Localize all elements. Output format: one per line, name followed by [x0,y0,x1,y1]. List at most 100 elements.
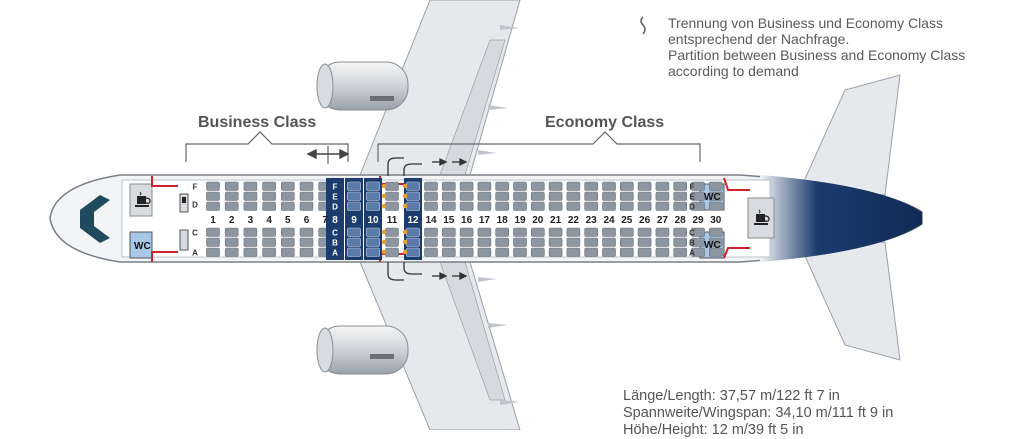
seat [513,237,527,247]
row-number: 10 [367,215,379,226]
seat [224,247,239,257]
seat [655,227,670,237]
row-number: 29 [692,215,704,226]
partition-arrow-icon [306,146,350,164]
wc-label: WC [704,192,721,203]
seat [459,181,474,191]
seat [262,201,276,211]
seat [280,227,295,237]
seat [366,191,380,201]
emergency-exit-marker [402,239,408,245]
legend-clipped-line [632,0,832,6]
seat [513,227,527,237]
seat [584,181,599,191]
seat [530,237,545,247]
seat [262,247,276,257]
seat [243,181,258,191]
seat [708,247,723,257]
seat [206,247,220,257]
seat [459,191,474,201]
seat [280,247,295,257]
partition-legend: Trennung von Business und Economy Class … [668,15,968,79]
seat [280,201,295,211]
row-number: 18 [497,215,509,226]
seat [495,247,510,257]
seat [262,181,276,191]
partition-text-de: Trennung von Business und Economy Class … [668,15,943,47]
seat [566,201,581,211]
seat [566,181,581,191]
seat [206,201,220,211]
class-brackets [185,131,701,162]
seat [262,227,276,237]
emergency-exit-marker [402,193,408,199]
seat-letter: C [192,229,198,238]
seat [347,237,361,247]
seat [530,201,545,211]
emergency-exit-marker [402,203,408,209]
front-wc-box [129,231,153,259]
seat [655,181,670,191]
seat [655,247,670,257]
seat [366,237,380,247]
seat [441,191,456,201]
seat [530,227,545,237]
seat [385,237,399,247]
row-number: 7 [322,215,328,226]
emergency-exit-marker [402,183,408,189]
seat [224,191,239,201]
emergency-exit-marker [381,239,387,245]
seat [566,191,581,201]
spec-length: Länge/Length: 37,57 m/122 ft 7 in [623,388,840,404]
seat-letter: C [689,229,695,238]
seat [406,181,420,191]
seat-letter: A [332,249,338,258]
seat [708,181,723,191]
seat [708,201,723,211]
seat [424,191,438,201]
seat [673,237,688,247]
seat [459,201,474,211]
row-number: 22 [568,215,580,226]
seat [299,191,314,201]
seat [495,237,510,247]
row-number: 3 [248,215,254,226]
seat [530,247,545,257]
seat [347,181,361,191]
business-class-label: Business Class [198,114,316,131]
seat [637,181,652,191]
row-number: 11 [387,215,398,226]
partition-text-en: Partition between Business and Economy C… [668,47,966,79]
emergency-exit-marker [402,229,408,235]
seat [385,227,399,237]
seat [347,191,361,201]
seat [637,227,652,237]
seat [366,227,380,237]
row-number: 28 [675,215,687,226]
seat [406,227,420,237]
seat-letter: E [332,193,338,202]
seat [280,237,295,247]
seat [548,247,563,257]
seat [385,201,399,211]
seat [619,181,634,191]
seat [299,237,314,247]
wavy-line-icon [640,16,646,35]
seat [206,237,220,247]
seat [366,247,380,257]
row-number: 20 [532,215,544,226]
seat [691,201,705,211]
seat [424,237,438,247]
seat [243,237,258,247]
seat-letter: A [192,249,198,258]
row-number: 15 [443,215,455,226]
exit-direction-arrows [432,157,468,281]
seat [495,201,510,211]
seat [224,201,239,211]
row-number: 17 [479,215,491,226]
seat [299,181,314,191]
seat [441,201,456,211]
seat [548,191,563,201]
seat-letter: F [333,183,338,192]
